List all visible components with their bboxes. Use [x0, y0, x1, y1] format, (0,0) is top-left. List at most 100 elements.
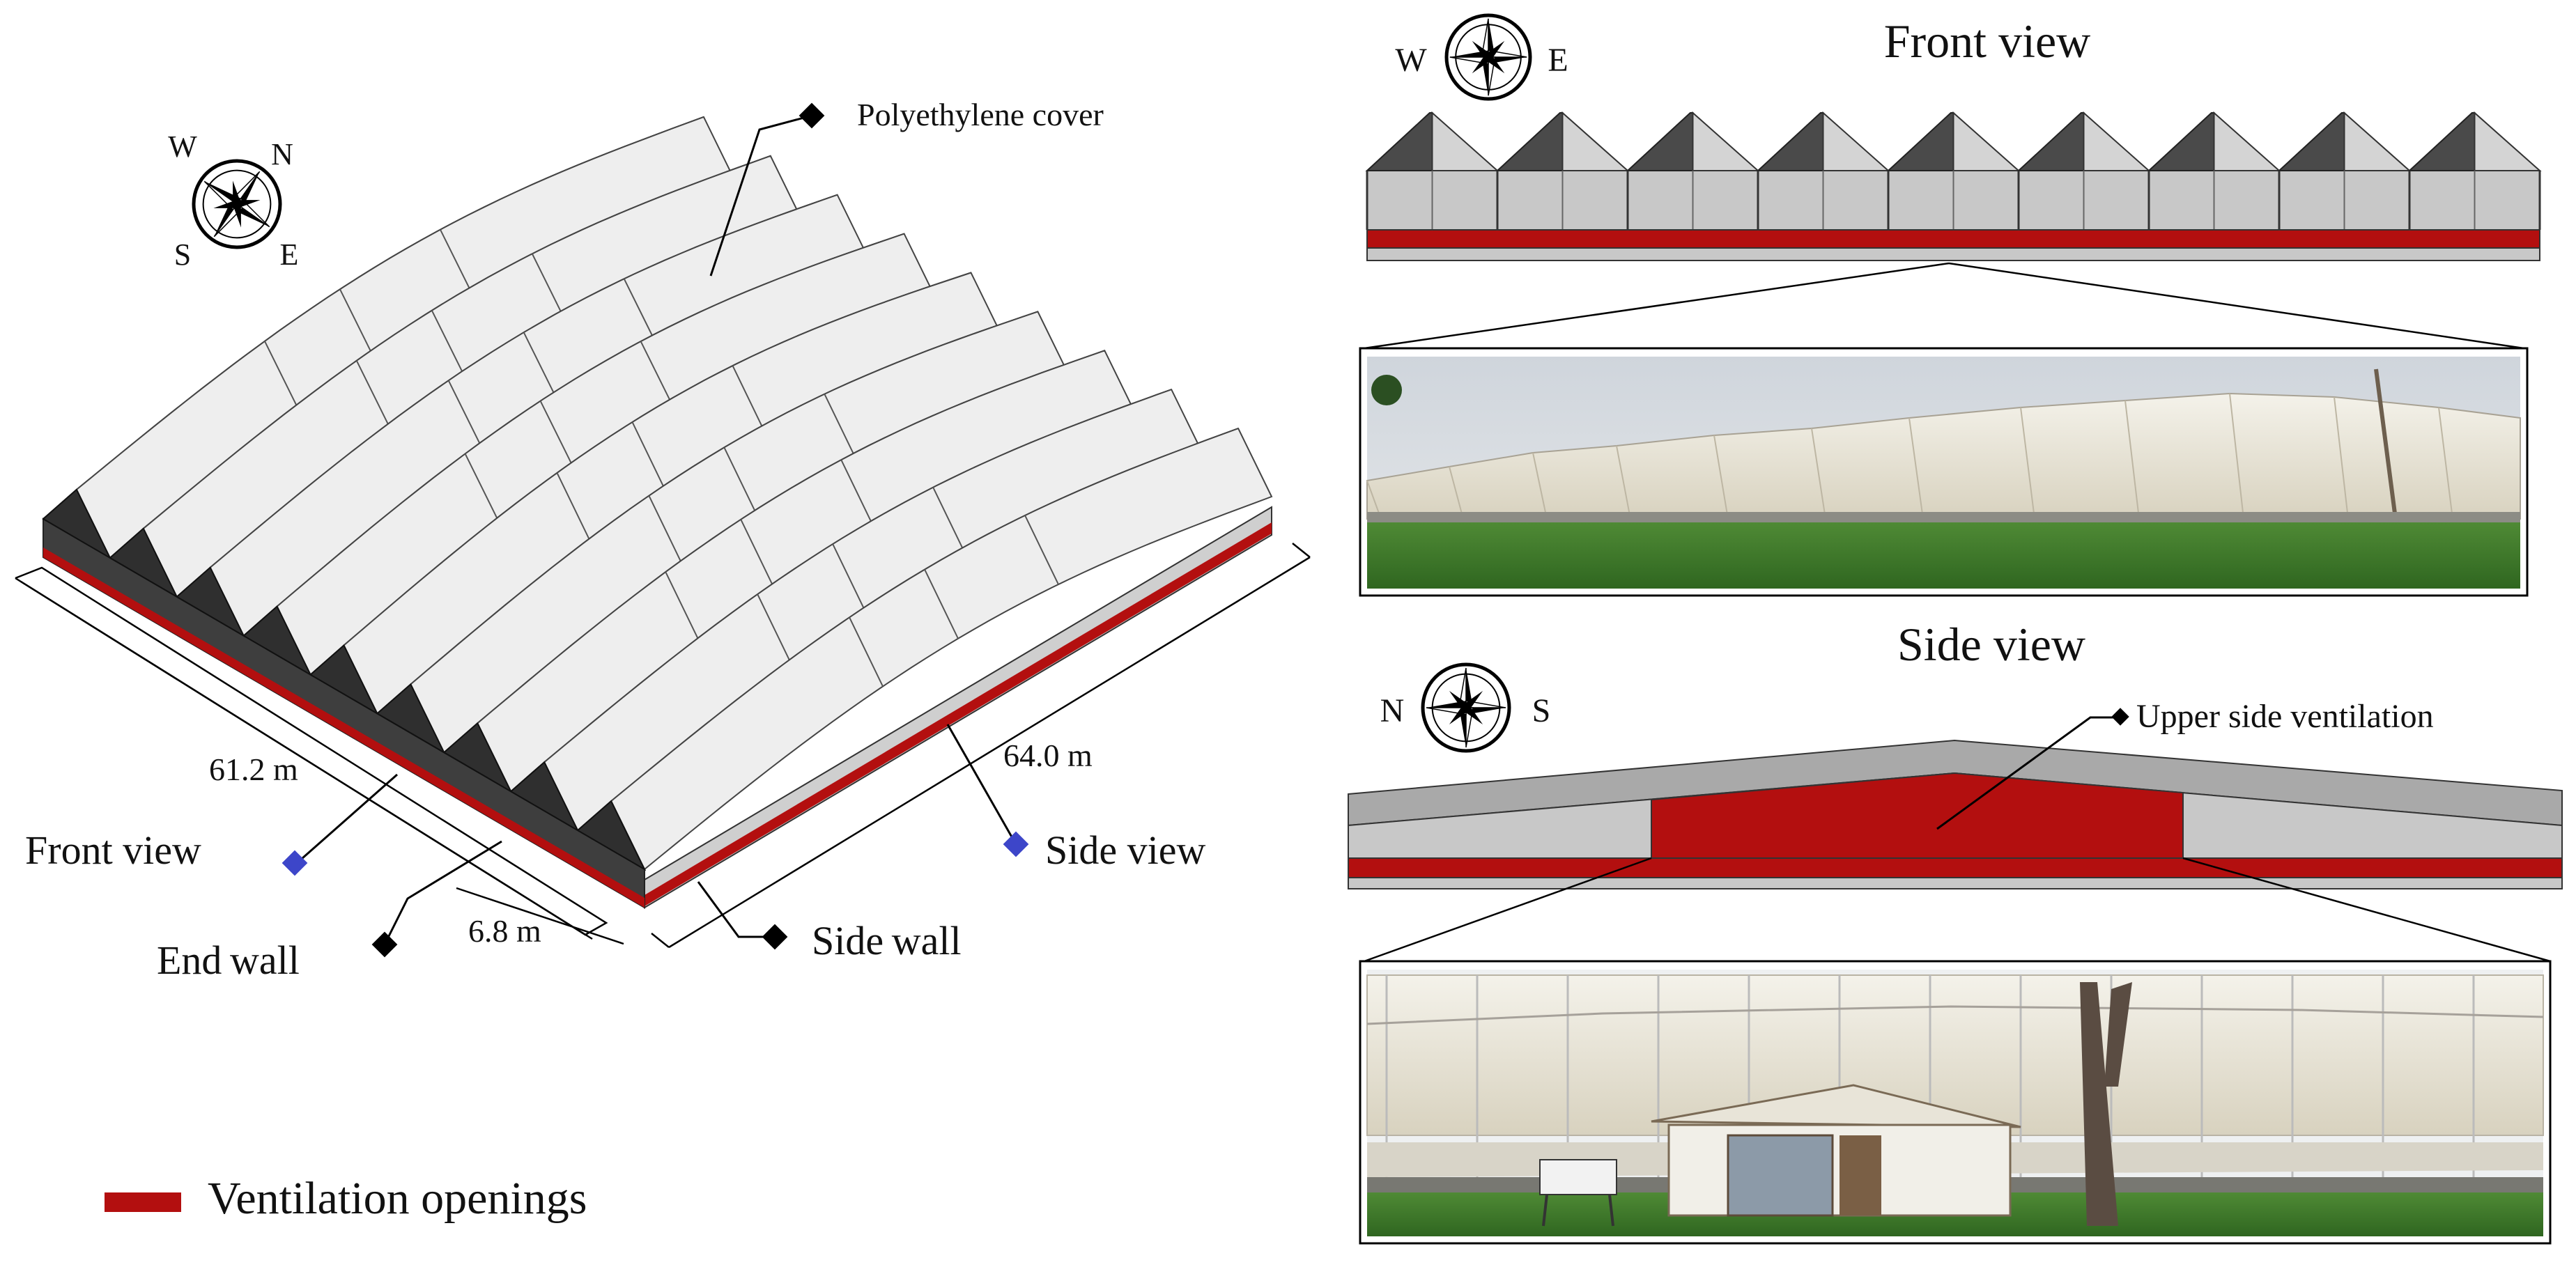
- roof-vent-line: [732, 365, 767, 435]
- gable-end: [309, 644, 379, 715]
- roof-vent-line: [757, 593, 792, 664]
- roof-vent-line: [631, 421, 667, 492]
- compass-point-dark: [237, 171, 260, 208]
- front-view-marker-icon: [281, 850, 308, 876]
- roof-vent-line: [723, 446, 759, 518]
- front-view-panel: W E Front view: [1359, 13, 2542, 597]
- roof-vent-line: [523, 332, 558, 401]
- front-span-dark: [2277, 112, 2345, 171]
- sign-post: [1608, 1194, 1614, 1227]
- polyethylene-cover-label: Polyethylene cover: [857, 97, 1104, 132]
- length-dimension-label: 64.0 m: [1003, 738, 1093, 773]
- front-view-leader-line: [295, 773, 398, 865]
- compass-rose-icon: [1444, 13, 1532, 101]
- compass-rose-icon: [1421, 662, 1511, 753]
- gable-end: [176, 566, 246, 638]
- pole: [2374, 368, 2399, 530]
- compass-west-label: W: [168, 130, 197, 164]
- roof-vent-line: [840, 459, 876, 529]
- front-span-light: [1822, 111, 1890, 171]
- legend-ventilation-label: Ventilation openings: [208, 1173, 587, 1224]
- front-elevation-drawing: [1365, 111, 2542, 261]
- side-view-panel: Side view N S Upper side ventilation: [1348, 618, 2563, 1245]
- side-view-leader-line: [946, 724, 1017, 845]
- gable-end: [442, 722, 513, 793]
- ground-strip: [1367, 512, 2520, 522]
- gable-end: [109, 527, 179, 599]
- roof-vent-line: [539, 401, 575, 469]
- compass-point-dark: [1466, 708, 1506, 715]
- roof-vent-line: [556, 472, 592, 543]
- diamond-marker-icon: [2111, 708, 2129, 726]
- front-view-photo: [1359, 347, 2529, 597]
- film-fold: [1532, 452, 1548, 520]
- greenhouse-isometric-body: [42, 116, 1273, 909]
- roof-vent-line: [1024, 515, 1059, 585]
- legend-ventilation-swatch: [105, 1192, 181, 1212]
- gable-end: [376, 683, 446, 754]
- film-fold: [1713, 435, 1729, 520]
- sign-board: [1539, 1159, 1617, 1195]
- upper-side-ventilation-opening: [1651, 772, 2184, 859]
- isometric-view: N E S W Polyethylene cover 61.2 m 64.0 m…: [15, 97, 1311, 983]
- compass-point-dark: [1488, 18, 1495, 57]
- roof-vent-line: [924, 569, 959, 639]
- front-span-light: [1952, 111, 2021, 171]
- front-span-light: [2474, 111, 2542, 171]
- endwall-vent-strip: [43, 547, 645, 908]
- upper-vent-leader-line: [1936, 716, 2118, 830]
- compass-south-label: S: [174, 238, 191, 272]
- compass-point-minor: [1449, 690, 1470, 711]
- front-span-light: [2213, 111, 2281, 171]
- compass-point-dark: [204, 181, 241, 204]
- compass-point-minor: [1472, 54, 1492, 74]
- roof-vent-line: [665, 571, 700, 642]
- roof-vent-line: [740, 519, 776, 589]
- roof-vent-line: [849, 616, 884, 687]
- front-span-light: [2083, 111, 2151, 171]
- compass-point-dark: [1481, 57, 1488, 96]
- legend: Ventilation openings: [105, 1173, 587, 1224]
- roof-vent-line: [464, 453, 500, 522]
- cover-leader-line: [709, 114, 812, 277]
- width-dimension-baseline: [20, 580, 593, 940]
- side-view-pointer-label: Side view: [1045, 827, 1205, 873]
- tree: [1371, 375, 1402, 405]
- front-zoom-line-left: [1364, 262, 1950, 350]
- side-zoom-line-left: [1364, 857, 1652, 963]
- gable-end: [509, 761, 580, 832]
- roof-vent-line: [832, 543, 867, 614]
- gable-end: [242, 605, 312, 677]
- tree-branch: [2104, 982, 2132, 1087]
- front-span-dark: [2016, 112, 2085, 171]
- endwall-marker-icon: [371, 931, 398, 958]
- tree-trunk: [2080, 982, 2118, 1226]
- side-view-title: Side view: [1897, 618, 2085, 671]
- film-fold: [2334, 396, 2349, 520]
- front-view-title: Front view: [1884, 15, 2091, 68]
- side-view-marker-icon: [1003, 831, 1029, 857]
- side-base-strip: [1348, 877, 2563, 889]
- front-vent-strip: [1366, 229, 2540, 249]
- compass-point-minor: [236, 200, 261, 208]
- front-span-dark: [1886, 112, 1954, 171]
- front-span-light: [1561, 111, 1630, 171]
- side-compass-south-label: S: [1532, 692, 1551, 729]
- roof-vent-line: [264, 341, 299, 410]
- compass-point-minor: [233, 180, 241, 205]
- roof-vent-line: [440, 229, 475, 297]
- sidewall-label: Side wall: [812, 918, 962, 963]
- front-span-light: [1692, 111, 1760, 171]
- front-span-dark: [1756, 112, 1824, 171]
- front-span-light: [2343, 111, 2412, 171]
- side-view-photo: [1359, 960, 2552, 1245]
- front-span-light: [1431, 111, 1499, 171]
- sign-post: [1542, 1194, 1548, 1227]
- front-view-pointer-label: Front view: [25, 827, 201, 873]
- side-lower-vent-strip: [1348, 857, 2563, 878]
- roof-vent-line: [447, 380, 483, 449]
- hut-gate: [1840, 1135, 1881, 1215]
- roof-vent-line: [932, 487, 968, 557]
- compass-point-minor: [1463, 690, 1483, 711]
